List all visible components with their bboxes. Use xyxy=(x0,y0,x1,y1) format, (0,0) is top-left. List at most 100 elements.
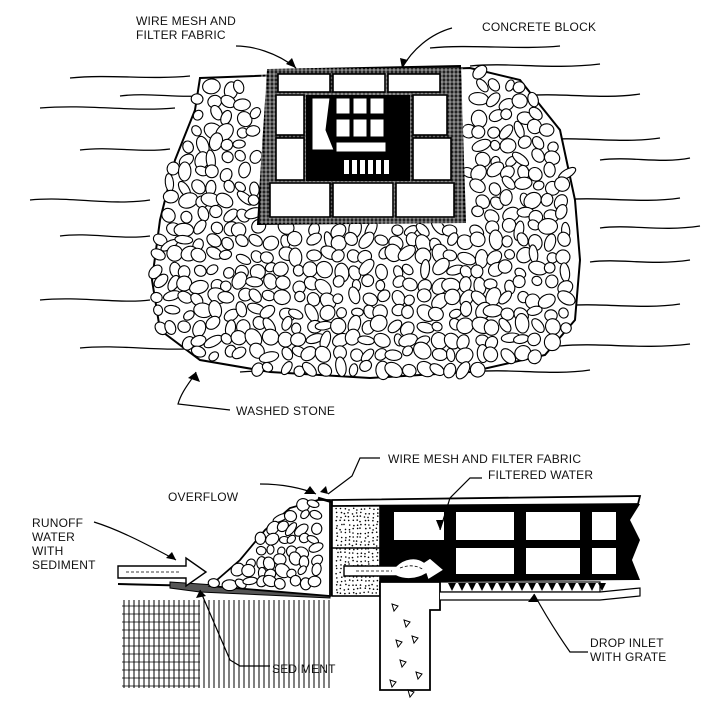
filtered-water-arrow xyxy=(343,557,446,582)
stone xyxy=(555,249,571,265)
stone xyxy=(558,307,569,319)
stone xyxy=(531,135,545,150)
stone xyxy=(528,106,543,121)
stone xyxy=(208,351,220,362)
stone xyxy=(193,264,207,277)
stone xyxy=(416,288,432,303)
stone xyxy=(234,149,246,162)
stone xyxy=(238,161,252,179)
stone xyxy=(348,286,361,305)
stone xyxy=(197,205,210,222)
stone xyxy=(532,180,545,191)
stone xyxy=(233,98,251,112)
stone xyxy=(248,233,263,247)
stone xyxy=(223,208,239,223)
stone xyxy=(275,275,291,290)
inlet-floor xyxy=(440,587,641,601)
stone xyxy=(266,544,275,555)
stone xyxy=(526,118,543,135)
stone xyxy=(182,140,194,154)
stone xyxy=(245,276,264,288)
stone xyxy=(547,141,559,153)
stone xyxy=(471,205,485,218)
stone xyxy=(432,257,450,276)
inlet-grid-cells xyxy=(394,512,616,574)
stone xyxy=(178,192,199,209)
stone xyxy=(456,234,474,251)
stone xyxy=(254,531,267,545)
stone xyxy=(218,249,233,260)
stone xyxy=(311,562,322,577)
label-sediment: SEDIMENT xyxy=(272,662,336,676)
stone xyxy=(207,578,220,589)
stone xyxy=(527,332,542,347)
stone xyxy=(358,258,375,276)
stone xyxy=(523,191,542,210)
stone xyxy=(514,312,530,334)
stone xyxy=(189,279,209,295)
stone xyxy=(319,304,336,321)
stone xyxy=(498,290,513,305)
stone xyxy=(531,147,545,163)
stone xyxy=(249,149,263,164)
label-wire-mesh-top: WIRE MESH AND FILTER FABRIC xyxy=(136,14,236,42)
stone xyxy=(514,176,533,190)
stone xyxy=(296,498,311,512)
stone xyxy=(261,361,274,373)
stone xyxy=(489,139,501,151)
inlet-opening xyxy=(306,95,410,181)
stone xyxy=(391,224,404,236)
stone xyxy=(150,291,163,304)
stone xyxy=(384,361,403,378)
stone xyxy=(471,125,486,139)
stone xyxy=(306,249,322,262)
stone xyxy=(336,307,347,319)
stone xyxy=(459,300,473,317)
stone xyxy=(174,234,194,245)
stone xyxy=(230,562,245,577)
stone xyxy=(373,332,391,348)
stone xyxy=(191,179,206,195)
stone xyxy=(361,274,375,288)
stone xyxy=(307,575,322,588)
stone xyxy=(443,362,457,379)
stone xyxy=(486,161,505,178)
stone xyxy=(497,259,513,274)
stone xyxy=(193,219,207,235)
label-washed-stone: WASHED STONE xyxy=(236,404,336,418)
label-overflow: OVERFLOW xyxy=(168,490,239,504)
stone xyxy=(476,78,489,93)
stone xyxy=(292,280,307,295)
stone xyxy=(235,301,248,318)
stone xyxy=(501,235,513,248)
stone xyxy=(444,288,461,306)
stone xyxy=(455,361,471,380)
stone xyxy=(309,509,323,520)
stone xyxy=(273,289,291,306)
stone xyxy=(445,347,456,363)
stone xyxy=(217,291,235,304)
stone xyxy=(511,151,530,167)
stone xyxy=(501,175,516,190)
stone xyxy=(401,304,414,319)
stone xyxy=(204,164,219,179)
stone xyxy=(375,279,386,292)
stone xyxy=(251,362,265,377)
stone xyxy=(374,348,388,361)
stone xyxy=(311,522,323,535)
stone xyxy=(487,78,501,92)
stone xyxy=(469,178,486,194)
stone xyxy=(209,204,223,219)
stone xyxy=(516,232,529,247)
stone xyxy=(284,522,298,537)
stone xyxy=(232,79,245,94)
top-arrowheads xyxy=(188,58,408,382)
stone xyxy=(415,222,430,237)
stone xyxy=(402,345,414,357)
stone xyxy=(301,361,317,377)
stone xyxy=(538,123,555,137)
stone xyxy=(249,107,262,120)
stone xyxy=(403,294,415,306)
